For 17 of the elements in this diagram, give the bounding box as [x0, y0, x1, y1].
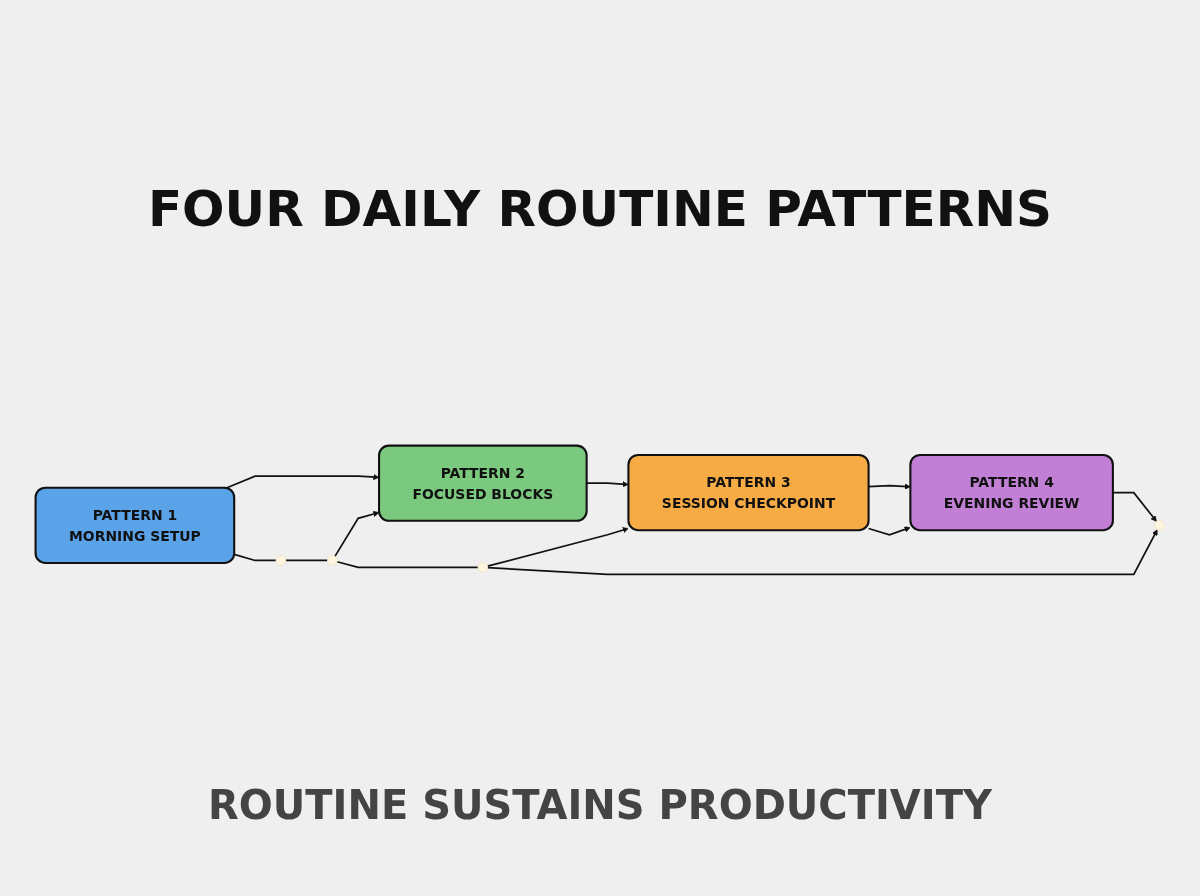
diagram-title: FOUR DAILY ROUTINE PATTERNS — [147, 180, 1053, 238]
node-circle — [275, 555, 287, 566]
node-circle — [477, 562, 489, 573]
node-box: PATTERN 2 FOCUSED BLOCKS — [378, 444, 588, 522]
arrow — [1112, 491, 1157, 522]
node-circle — [327, 555, 338, 566]
arrow — [486, 529, 1158, 576]
arrow — [486, 527, 629, 568]
node-box: PATTERN 4 EVENING REVIEW — [909, 453, 1114, 532]
node-box: PATTERN 1 MORNING SETUP — [34, 486, 236, 564]
connector — [284, 559, 329, 562]
connector — [336, 560, 479, 569]
diagram-caption: ROUTINE SUSTAINS PRODUCTIVITY — [208, 782, 992, 828]
arrow — [334, 511, 380, 558]
node-circle — [1154, 520, 1165, 531]
node-box: PATTERN 3 SESSION CHECKPOINT — [627, 453, 870, 532]
arrow — [867, 526, 911, 536]
